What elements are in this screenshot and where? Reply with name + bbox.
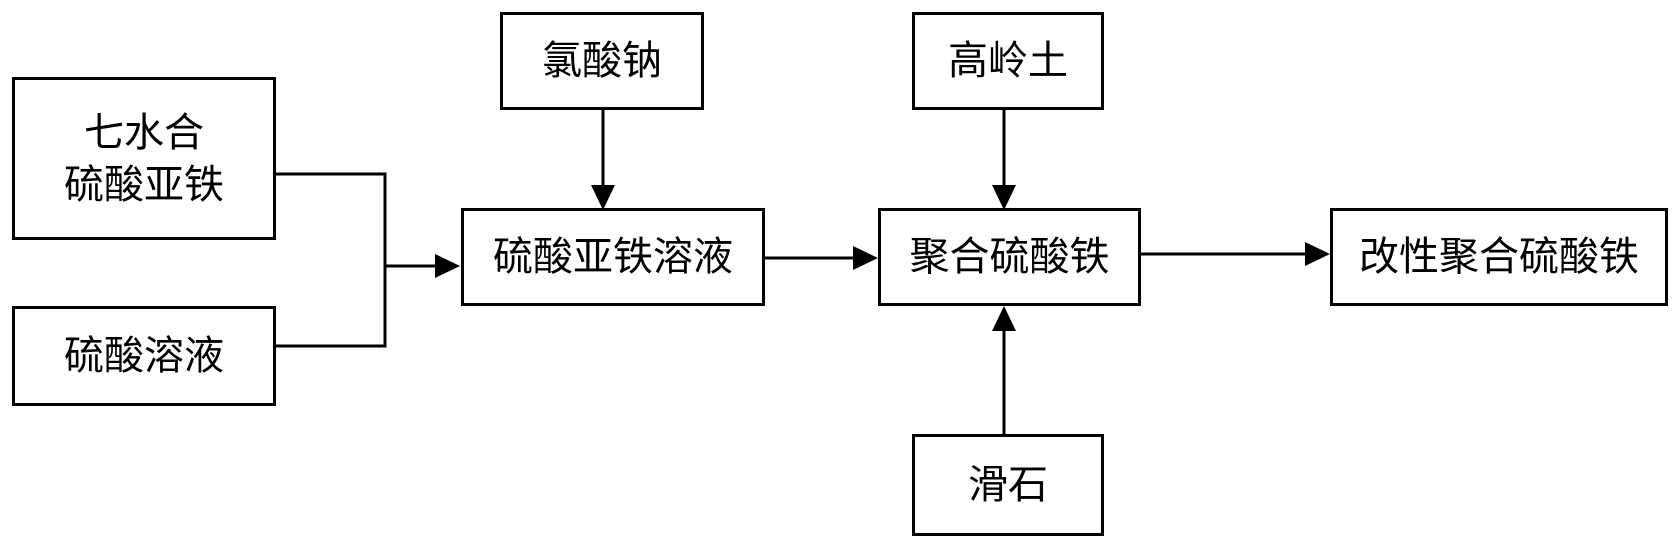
connector-heptahydrate-to-merge <box>276 172 387 266</box>
node-talc: 滑石 <box>912 434 1104 536</box>
arrowhead-from-talc <box>992 306 1016 331</box>
arrowhead-from-kaolin <box>992 185 1016 210</box>
node-polyferric-sulfate: 聚合硫酸铁 <box>878 208 1141 306</box>
connector-sulfuric-acid-to-merge <box>276 266 387 348</box>
node-modified-polyferric-sulfate: 改性聚合硫酸铁 <box>1330 208 1668 306</box>
arrowhead-from-chlorate <box>591 185 615 210</box>
node-label-line-2: 硫酸亚铁 <box>64 161 224 208</box>
node-label: 改性聚合硫酸铁 <box>1359 234 1639 280</box>
node-label: 硫酸溶液 <box>64 333 224 379</box>
arrowhead-into-modified <box>1305 242 1330 266</box>
node-label: 聚合硫酸铁 <box>909 234 1110 280</box>
node-kaolin: 高岭土 <box>912 12 1104 110</box>
node-label: 高岭土 <box>948 38 1068 84</box>
node-label: 滑石 <box>968 462 1048 508</box>
node-label: 硫酸亚铁溶液 <box>493 234 733 280</box>
node-label: 氯酸钠 <box>542 38 662 84</box>
arrowhead-into-polyferric <box>853 246 878 270</box>
node-sulfuric-acid-solution: 硫酸溶液 <box>12 306 276 406</box>
node-ferrous-sulfate-solution: 硫酸亚铁溶液 <box>461 208 765 306</box>
node-ferrous-sulfate-heptahydrate: 七水合 硫酸亚铁 <box>12 77 276 240</box>
arrowhead-into-ferrous-solution <box>435 254 460 278</box>
node-sodium-chlorate: 氯酸钠 <box>500 12 704 110</box>
node-label-line-1: 七水合 <box>84 109 204 156</box>
